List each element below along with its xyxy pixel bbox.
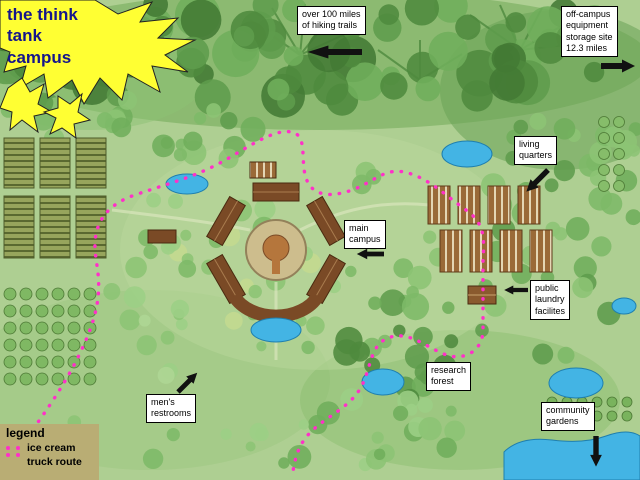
small-buildings [147, 161, 497, 305]
label-living-quarters: living quarters [514, 136, 558, 165]
page-title: the think tank campus [7, 5, 78, 67]
main-campus-buildings [206, 182, 346, 326]
pond [611, 297, 637, 315]
starburst-small-2 [42, 92, 92, 140]
label-hiking-trails: over 100 miles of hiking trails [297, 6, 366, 35]
label-mens-restrooms: men's restrooms [146, 394, 197, 423]
legend: legend ice cream truck route [0, 424, 99, 480]
living-quarters-buildings [427, 185, 553, 273]
storage-shed [249, 161, 277, 179]
legend-route-label: ice cream truck route [27, 442, 82, 468]
lake [503, 431, 640, 480]
terraced-fields [3, 137, 107, 259]
pond [548, 367, 604, 399]
route-dots-swatch [6, 446, 23, 457]
label-laundry: public laundry facilites [530, 280, 571, 320]
starburst-shape [0, 0, 197, 106]
label-community-gardens: community gardens [541, 402, 595, 431]
laundry-building [467, 285, 497, 305]
title-starburst [0, 0, 210, 150]
campus-pond [250, 317, 302, 343]
ponds [165, 140, 640, 480]
pond [441, 140, 493, 168]
outbuilding [147, 229, 177, 244]
label-storage-site: off-campus equipment storage site 12.3 m… [561, 6, 618, 57]
legend-title: legend [6, 426, 45, 440]
label-research-forest: research forest [426, 362, 472, 391]
starburst-small-1 [0, 77, 54, 134]
pond [361, 368, 405, 396]
label-main-campus: main campus [344, 220, 386, 249]
